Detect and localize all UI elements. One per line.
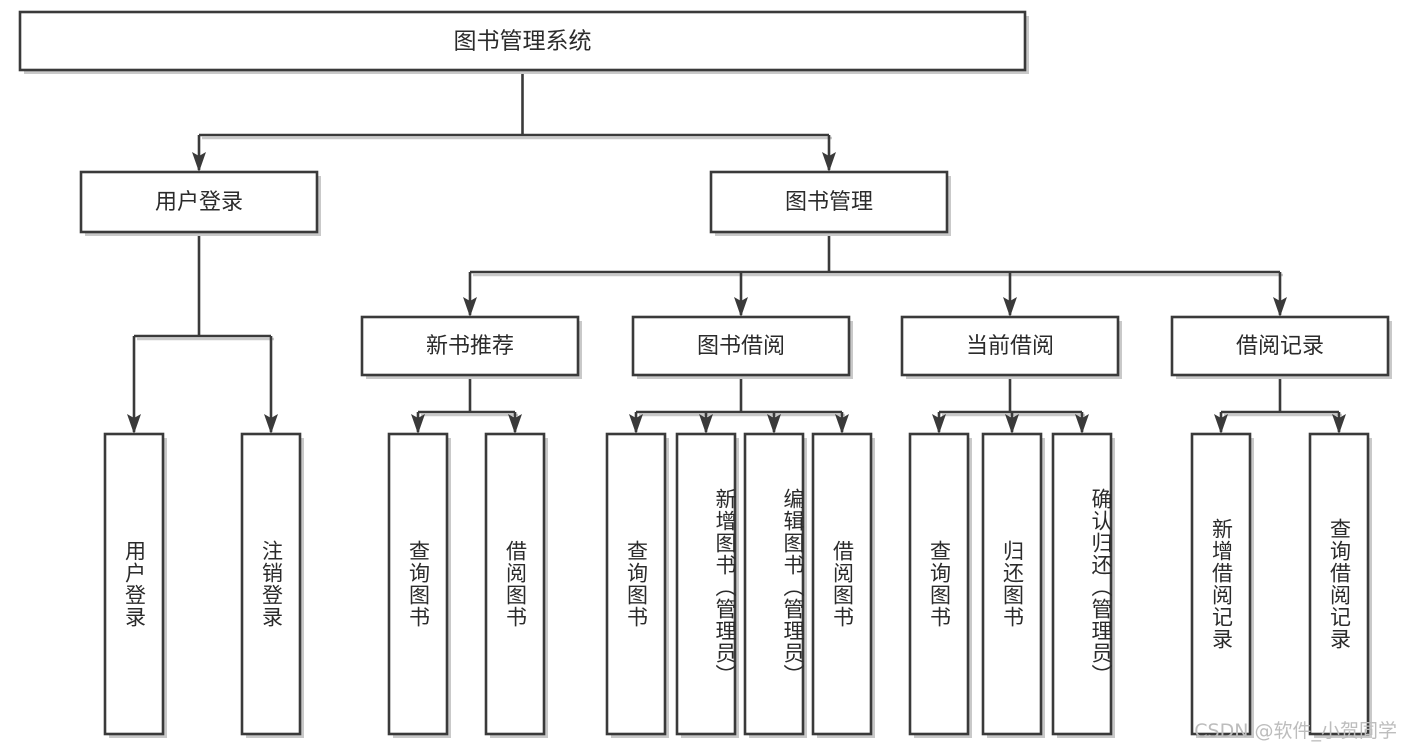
csdn-watermark: CSDN @软件_小贺同学: [1194, 720, 1397, 742]
arrowhead-icon: [1214, 414, 1228, 434]
node-box-borrow-record[interactable]: [1170, 315, 1390, 377]
arrowhead-icon: [508, 414, 522, 434]
node-box-leaf-borrow-book-2[interactable]: [811, 432, 873, 736]
node-box-leaf-add-borrow-record[interactable]: [1190, 432, 1252, 736]
boxes-layer: [18, 10, 1392, 738]
node-box-leaf-return-book[interactable]: [981, 432, 1043, 736]
node-box-new-book-recommend[interactable]: [360, 315, 580, 377]
arrowhead-icon: [1003, 297, 1017, 317]
arrowhead-icon: [699, 414, 713, 434]
node-box-leaf-logout[interactable]: [240, 432, 302, 736]
node-label-new-book-recommend: 新书推荐: [426, 334, 514, 359]
arrowhead-icon: [1273, 297, 1287, 317]
node-box-leaf-add-book-admin[interactable]: [675, 432, 737, 736]
node-box-current-borrow[interactable]: [900, 315, 1120, 377]
node-label-book-borrow: 图书借阅: [697, 334, 785, 359]
node-box-root[interactable]: [18, 10, 1027, 72]
node-box-leaf-borrow-book-1[interactable]: [484, 432, 546, 736]
node-box-leaf-query-borrow-record[interactable]: [1308, 432, 1370, 736]
arrowhead-icon: [411, 414, 425, 434]
arrowhead-icon: [822, 152, 836, 172]
node-box-book-borrow[interactable]: [631, 315, 851, 377]
node-label-borrow-record: 借阅记录: [1236, 334, 1324, 359]
node-box-leaf-confirm-return-admin[interactable]: [1051, 432, 1113, 736]
arrowhead-icon: [1005, 414, 1019, 434]
node-box-leaf-query-book-2[interactable]: [605, 432, 667, 736]
node-label-root: 图书管理系统: [454, 29, 592, 55]
node-label-user-login: 用户登录: [155, 190, 243, 215]
node-box-user-login[interactable]: [79, 170, 319, 234]
node-box-leaf-user-login[interactable]: [103, 432, 165, 736]
arrowhead-icon: [767, 414, 781, 434]
node-box-leaf-query-book-3[interactable]: [908, 432, 970, 736]
arrowhead-icon: [1332, 414, 1346, 434]
arrowhead-icon: [127, 414, 141, 434]
arrowhead-icon: [835, 414, 849, 434]
node-box-leaf-query-book-1[interactable]: [387, 432, 449, 736]
edges-layer: [127, 70, 1346, 434]
arrowhead-icon: [629, 414, 643, 434]
arrowhead-icon: [264, 414, 278, 434]
arrowhead-icon: [932, 414, 946, 434]
node-label-current-borrow: 当前借阅: [966, 334, 1054, 359]
arrowhead-icon: [192, 152, 206, 172]
arrowhead-icon: [734, 297, 748, 317]
node-box-book-manage[interactable]: [709, 170, 949, 234]
node-box-leaf-edit-book-admin[interactable]: [743, 432, 805, 736]
arrowhead-icon: [463, 297, 477, 317]
node-label-book-manage: 图书管理: [785, 190, 873, 215]
arrowhead-icon: [1075, 414, 1089, 434]
